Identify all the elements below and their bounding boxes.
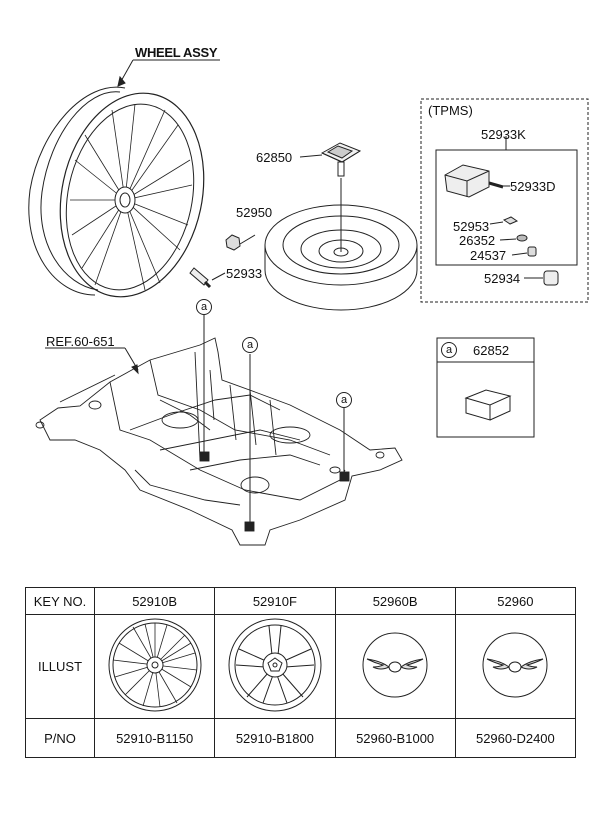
tpms-title: (TPMS) bbox=[428, 103, 473, 118]
part-26352-label: 26352 bbox=[459, 233, 496, 248]
illust-row: ILLUST bbox=[25, 614, 577, 719]
key-no-cell: 52960B bbox=[334, 587, 456, 615]
callout-a-2: a bbox=[242, 337, 258, 353]
split-spoke-wheel-icon bbox=[228, 618, 322, 712]
wheel-assembly-illustration bbox=[28, 59, 220, 298]
parts-diagram bbox=[28, 59, 589, 546]
part-52933D-label: 52933D bbox=[510, 179, 556, 194]
part-52953-label: 52953 bbox=[453, 219, 490, 234]
illust-cell bbox=[214, 614, 336, 719]
spare-tire-bolt-icon bbox=[299, 142, 362, 177]
part-52934-label: 52934 bbox=[484, 271, 521, 286]
pno-cell: 52910-B1150 bbox=[93, 718, 216, 758]
key-no-row: KEY NO. 52910B 52910F 52960B 52960 bbox=[25, 587, 577, 615]
wheel-spokes bbox=[70, 103, 193, 291]
illust-cell bbox=[93, 614, 216, 719]
tpms-nut-icon bbox=[489, 216, 519, 225]
winged-emblem-cap-icon bbox=[362, 632, 428, 698]
illust-header: ILLUST bbox=[25, 614, 95, 719]
key-no-cell: 52910B bbox=[93, 587, 216, 615]
valve-stem-icon bbox=[189, 267, 226, 289]
tpms-kit-box bbox=[435, 149, 578, 266]
pno-cell: 52960-B1000 bbox=[334, 718, 456, 758]
ref-label: REF.60-651 bbox=[46, 334, 115, 349]
pno-row: P/NO 52910-B1150 52910-B1800 52960-B1000… bbox=[25, 718, 577, 758]
key-no-cell: 52960 bbox=[454, 587, 577, 615]
pno-header: P/NO bbox=[25, 718, 95, 758]
callout-a-4: a bbox=[441, 342, 457, 358]
key-no-header: KEY NO. bbox=[25, 587, 95, 615]
part-62852-box bbox=[436, 337, 535, 438]
parts-table: KEY NO. 52910B 52910F 52960B 52960 ILLUS… bbox=[25, 587, 577, 758]
spare-tire-illustration bbox=[264, 178, 418, 311]
pno-cell: 52910-B1800 bbox=[214, 718, 336, 758]
key-no-cell: 52910F bbox=[214, 587, 336, 615]
tpms-cap-icon bbox=[524, 270, 559, 286]
part-62850-label: 62850 bbox=[256, 150, 293, 165]
floor-pan-illustration bbox=[35, 337, 403, 546]
tpms-sensor-icon bbox=[444, 164, 510, 198]
illust-cell bbox=[454, 614, 577, 719]
lug-nut-icon bbox=[225, 234, 256, 251]
part-52950-label: 52950 bbox=[236, 205, 273, 220]
illust-cell bbox=[334, 614, 456, 719]
wheel-assy-label: WHEEL ASSY bbox=[135, 45, 218, 60]
tpms-washer-icon bbox=[499, 234, 528, 242]
part-52933-label: 52933 bbox=[226, 266, 263, 281]
part-24537-label: 24537 bbox=[470, 248, 507, 263]
part-62852-label: 62852 bbox=[473, 343, 510, 358]
callout-a-3: a bbox=[336, 392, 352, 408]
tpms-grommet-icon bbox=[511, 246, 537, 257]
winged-emblem-cap-icon bbox=[482, 632, 548, 698]
rubber-block-icon bbox=[464, 389, 512, 421]
multi-spoke-wheel-icon bbox=[108, 618, 202, 712]
callout-a-1: a bbox=[196, 299, 212, 315]
part-52933K-label: 52933K bbox=[481, 127, 526, 142]
pno-cell: 52960-D2400 bbox=[454, 718, 577, 758]
